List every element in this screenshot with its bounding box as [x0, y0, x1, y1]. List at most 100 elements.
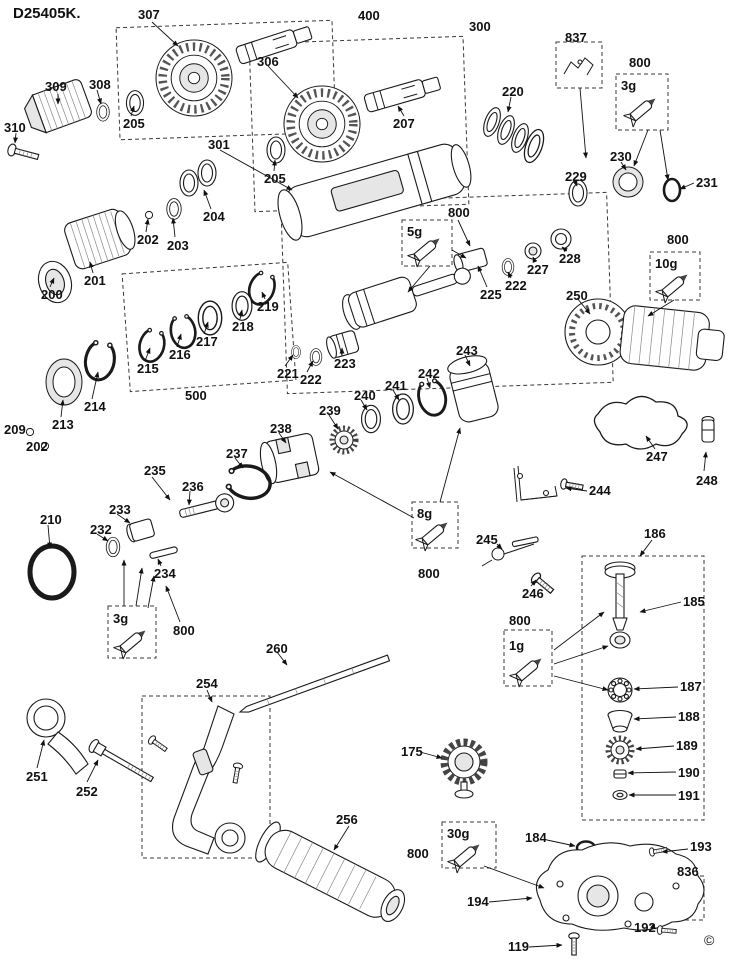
part-label-242: 242 [418, 366, 440, 381]
part-194-drawing [535, 842, 705, 931]
leader-lines [13, 21, 708, 948]
part-310-drawing [7, 143, 40, 161]
part-201-drawing [64, 208, 136, 270]
part-label-247: 247 [646, 449, 668, 464]
part-label-239: 239 [319, 403, 341, 418]
part-232-drawing [105, 536, 121, 558]
part-175-drawing [440, 738, 488, 799]
part-307-drawing [156, 40, 232, 116]
part-241-drawing [392, 393, 414, 425]
part-189-drawing [605, 735, 635, 765]
part-label-800: 800 [667, 232, 689, 247]
grease-qty-label-8g: 8g [417, 506, 433, 521]
part-205-drawing [266, 136, 286, 164]
part-label-248: 248 [696, 473, 718, 488]
part-301-drawing [277, 143, 472, 241]
part-label-800: 800 [173, 623, 195, 638]
part-label-193: 193 [690, 839, 712, 854]
part-label-220: 220 [502, 84, 524, 99]
part-label-244: 244 [589, 483, 611, 498]
part-205-drawing [125, 90, 145, 116]
part-label-400: 400 [358, 8, 380, 23]
part-204-drawing [179, 169, 199, 197]
part-label-223: 223 [334, 356, 356, 371]
part-label-222: 222 [300, 372, 322, 387]
part-label-218: 218 [232, 319, 254, 334]
part-label-234: 234 [154, 566, 176, 581]
piston-rod-drawing [342, 267, 471, 330]
part-260-drawing [238, 654, 391, 713]
grease-kit-3g-top [615, 73, 669, 131]
part-label-301: 301 [208, 137, 230, 152]
part-188-drawing [607, 709, 633, 733]
part-label-204: 204 [203, 209, 225, 224]
part-251-drawing [26, 698, 89, 775]
part-label-228: 228 [559, 251, 581, 266]
part-label-215: 215 [137, 361, 159, 376]
part-234-drawing [149, 546, 178, 559]
part-label-192: 192 [634, 920, 656, 935]
grease-kit-5g [401, 219, 453, 268]
part-242-drawing [413, 375, 451, 420]
part-label-800: 800 [418, 566, 440, 581]
grease-tube-icon [622, 92, 661, 128]
part-label-241: 241 [385, 378, 407, 393]
grease-kit-10g [649, 251, 701, 304]
part-label-222: 222 [505, 278, 527, 293]
grease-qty-label-10g: 10g [655, 256, 678, 271]
part-213-drawing [45, 358, 83, 406]
part-label-245: 245 [476, 532, 498, 547]
grease-kit-1g [503, 629, 553, 688]
group-box-307 [115, 19, 337, 141]
part-label-219: 219 [257, 299, 279, 314]
part-label-240: 240 [354, 388, 376, 403]
part-label-201: 201 [84, 273, 106, 288]
part-119-drawing [568, 932, 580, 956]
part-220-drawing [479, 104, 549, 166]
part-label-189: 189 [676, 738, 698, 753]
part-308-drawing [96, 102, 110, 122]
part-label-236: 236 [182, 479, 204, 494]
part-label-800: 800 [509, 613, 531, 628]
part-label-200: 200 [41, 287, 63, 302]
part-label-500: 500 [185, 388, 207, 403]
part-label-210: 210 [40, 512, 62, 527]
part-label-230: 230 [610, 149, 632, 164]
part-204-drawing [197, 159, 217, 187]
part-label-207: 207 [393, 116, 415, 131]
group-box-500 [121, 261, 297, 393]
part-240-drawing [360, 404, 382, 434]
part-label-252: 252 [76, 784, 98, 799]
part-837-drawing [563, 57, 594, 76]
part-label-307: 307 [138, 7, 160, 22]
part-label-308: 308 [89, 77, 111, 92]
part-label-217: 217 [196, 334, 218, 349]
part-label-175: 175 [401, 744, 423, 759]
part-243-drawing [447, 355, 499, 423]
part-label-309: 309 [45, 79, 67, 94]
part-230-drawing [612, 166, 644, 198]
part-233-drawing [126, 518, 155, 543]
part-231-drawing [662, 177, 682, 203]
part-248-drawing [701, 415, 715, 443]
part-215-drawing [134, 325, 170, 366]
part-label-221: 221 [277, 366, 299, 381]
part-209-drawing [25, 427, 35, 437]
part-label-235: 235 [144, 463, 166, 478]
part-185-drawing [604, 561, 636, 631]
part-label-216: 216 [169, 347, 191, 362]
part-254-drawing [146, 705, 246, 855]
part-label-185: 185 [683, 594, 705, 609]
part-200-drawing [37, 260, 73, 304]
part-191-drawing [612, 789, 628, 801]
part-label-191: 191 [678, 788, 700, 803]
part-label-190: 190 [678, 765, 700, 780]
grease-kit-30g [441, 821, 497, 874]
part-label-186: 186 [644, 526, 666, 541]
grease-kit-8g [411, 501, 459, 552]
grease-qty-label-5g: 5g [407, 224, 423, 239]
part-217-drawing [197, 300, 223, 336]
part-256-drawing [255, 821, 406, 922]
